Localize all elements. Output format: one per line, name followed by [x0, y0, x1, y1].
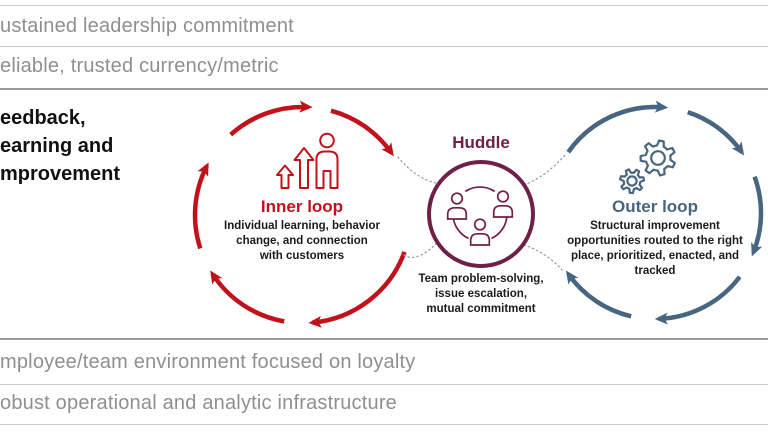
dotted-connector-lines [397, 153, 567, 271]
huddle-ring [427, 160, 535, 268]
gears-icon [619, 139, 676, 195]
inner-loop-circle [192, 100, 407, 328]
huddle-description: Team problem-solving, issue escalation, … [418, 273, 544, 315]
divider-line [0, 384, 768, 385]
divider-line [0, 46, 768, 47]
huddle-people-icon [446, 186, 514, 246]
divider-line [0, 424, 768, 425]
outer-loop-description: Structural improvement opportunities rou… [567, 220, 743, 277]
divider-line-dark [0, 88, 768, 90]
inner-loop-description: Individual learning, behavior change, an… [224, 220, 380, 262]
enabler-bar-metric: eliable, trusted currency/metric [0, 55, 279, 77]
enabler-bar-infrastructure: obust operational and analytic infrastru… [0, 392, 398, 414]
huddle-title: Huddle [452, 133, 510, 152]
inner-loop-title: Inner loop [260, 197, 344, 216]
enabler-bar-environment: mployee/team environment focused on loya… [0, 351, 416, 373]
page-title: eedback, earning and mprovement [0, 107, 121, 185]
outer-loop-circle [565, 100, 764, 325]
growth-arrows-person-icon [276, 132, 339, 189]
divider-line-dark [0, 338, 768, 340]
divider-line [0, 5, 768, 6]
enabler-bar-leadership: ustained leadership commitment [0, 15, 294, 37]
outer-loop-title: Outer loop [612, 197, 698, 216]
